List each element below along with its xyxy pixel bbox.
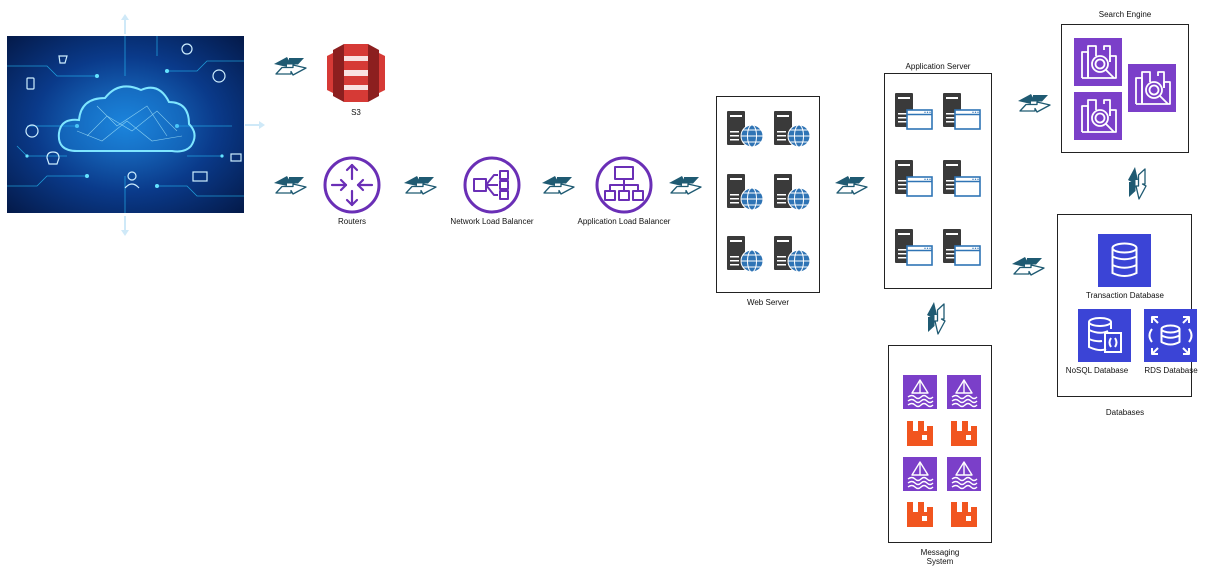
application-server-label: Application Server [905,62,971,71]
transaction-database-icon [1098,234,1151,287]
nosql-database-icon [1078,309,1131,362]
router-icon [322,155,382,215]
rabbitmq-icon [905,499,935,529]
web-server-icon [725,234,765,274]
transaction-database-label: Transaction Database [1086,291,1164,300]
cloud-network-illustration [7,36,244,213]
bidirectional-arrow-icon [1016,92,1052,114]
vertical-bidirectional-arrow-icon [925,300,947,336]
queue-icon [947,375,981,409]
web-server-icon [772,234,812,274]
search-engine-group [1061,24,1189,153]
app-server-icon [893,91,933,131]
web-server-icon [772,109,812,149]
messaging-system-label-line2: System [926,557,954,566]
search-engine-icon [1074,38,1122,86]
app-server-icon [893,227,933,267]
messaging-system-label-line1: Messaging [920,548,960,557]
web-server-icon [725,109,765,149]
web-server-label: Web Server [746,298,790,307]
web-server-icon [772,172,812,212]
bidirectional-arrow-icon [833,174,869,196]
bidirectional-arrow-icon [402,174,438,196]
web-server-icon [725,172,765,212]
web-server-group [716,96,820,293]
application-load-balancer-label: Application Load Balancer [577,217,671,226]
rds-database-label: RDS Database [1144,366,1198,375]
application-server-group [884,73,992,289]
databases-label: Databases [1105,408,1145,417]
queue-icon [903,375,937,409]
search-engine-label: Search Engine [1098,10,1152,19]
bidirectional-arrow-icon [1010,255,1046,277]
rabbitmq-icon [949,418,979,448]
network-load-balancer-label: Network Load Balancer [450,217,534,226]
rabbitmq-icon [905,418,935,448]
app-server-icon [941,227,981,267]
routers-label: Routers [337,217,366,226]
s3-label: S3 [351,108,361,117]
bidirectional-arrow-icon [540,174,576,196]
resize-handle-right-icon [245,121,265,129]
app-server-icon [941,91,981,131]
resize-handle-bottom-icon [121,216,129,236]
search-engine-icon [1074,92,1122,140]
s3-bucket-icon [325,44,387,102]
search-engine-icon [1128,64,1176,112]
app-server-icon [941,158,981,198]
rds-database-icon [1144,309,1197,362]
bidirectional-arrow-icon [272,55,308,77]
app-server-icon [893,158,933,198]
messaging-system-group [888,345,992,543]
nosql-database-label: NoSQL Database [1065,366,1129,375]
resize-handle-top-icon [121,14,129,34]
queue-icon [947,457,981,491]
databases-group: Transaction Database [1057,214,1198,397]
queue-icon [903,457,937,491]
vertical-bidirectional-arrow-icon [1126,165,1148,201]
rabbitmq-icon [949,499,979,529]
network-load-balancer-icon [462,155,522,215]
application-load-balancer-icon [594,155,654,215]
bidirectional-arrow-icon [667,174,703,196]
bidirectional-arrow-icon [272,174,308,196]
